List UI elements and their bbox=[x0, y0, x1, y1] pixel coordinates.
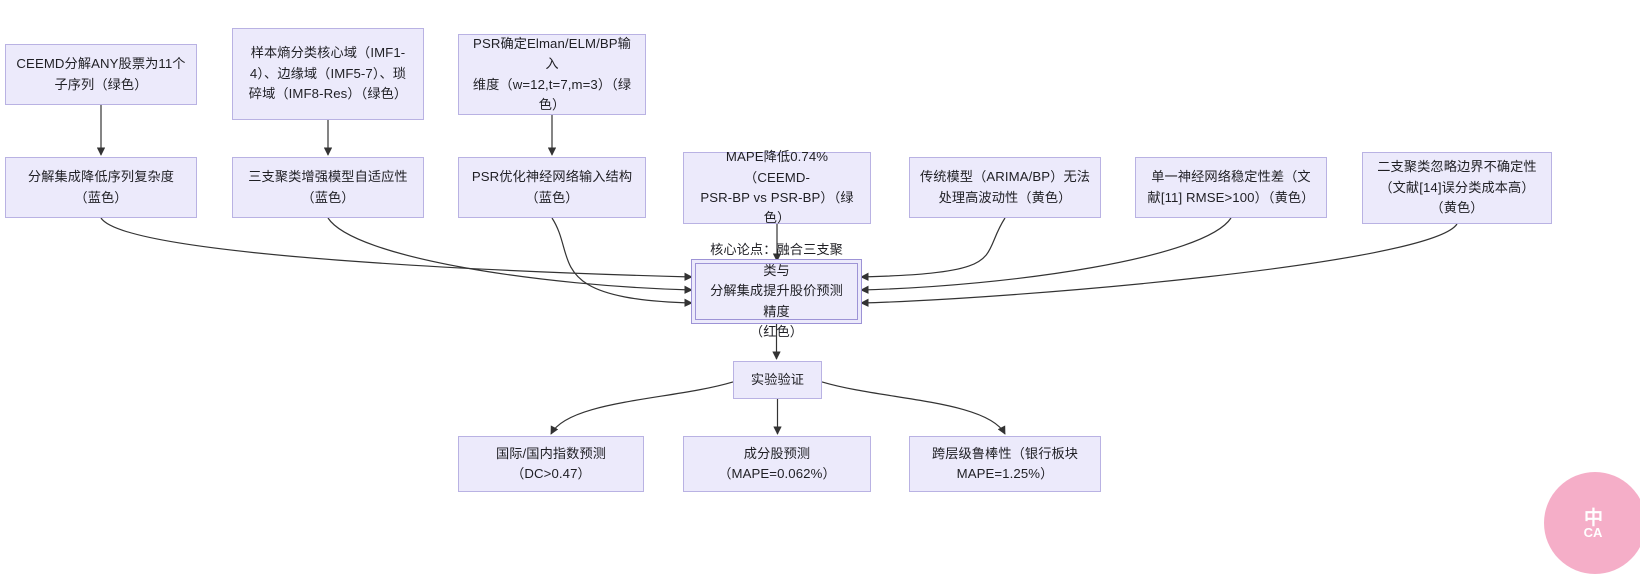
flow-node-label: 国际/国内指数预测 （DC>0.47） bbox=[495, 445, 607, 481]
flow-node-label: 分解集成降低序列复杂度 （蓝色） bbox=[27, 169, 175, 205]
flow-node-label: 跨层级鲁棒性（银行板块 MAPE=1.25%） bbox=[931, 445, 1079, 481]
watermark-badge: 中 CA bbox=[1544, 472, 1640, 574]
flow-node-n6[interactable]: PSR优化神经网络输入结构 （蓝色） bbox=[458, 157, 646, 218]
flow-node-label: 核心论点：融合三支聚类与 分解集成提升股价预测精度 （红色） bbox=[710, 242, 843, 340]
flow-node-n9[interactable]: 单一神经网络稳定性差（文 献[11] RMSE>100）（黄色） bbox=[1135, 157, 1327, 218]
flow-node-label: CEEMD分解ANY股票为11个 子序列（绿色） bbox=[16, 56, 186, 92]
flow-node-r1[interactable]: 国际/国内指数预测 （DC>0.47） bbox=[458, 436, 644, 492]
flow-node-r3[interactable]: 跨层级鲁棒性（银行板块 MAPE=1.25%） bbox=[909, 436, 1101, 492]
edge-n5-to-core bbox=[327, 217, 693, 294]
edge-n4-to-core bbox=[100, 217, 693, 281]
flow-node-label: 单一神经网络稳定性差（文 献[11] RMSE>100）（黄色） bbox=[1147, 169, 1315, 205]
watermark-subtext: CA bbox=[1583, 525, 1603, 540]
flow-node-n1[interactable]: CEEMD分解ANY股票为11个 子序列（绿色） bbox=[5, 44, 197, 105]
edge-exp-to-r3 bbox=[821, 381, 1006, 435]
edge-n10-to-core bbox=[860, 223, 1458, 307]
flow-node-core[interactable]: 核心论点：融合三支聚类与 分解集成提升股价预测精度 （红色） bbox=[695, 242, 858, 339]
flow-node-label: MAPE降低0.74%（CEEMD- PSR-BP vs PSR-BP）（绿 色… bbox=[700, 149, 854, 226]
flow-node-n2[interactable]: 样本熵分类核心域（IMF1- 4）、边缘域（IMF5-7）、琐 碎域（IMF8-… bbox=[232, 28, 424, 120]
edge-n8-to-core bbox=[860, 217, 1006, 281]
edge-n9-to-core bbox=[860, 217, 1232, 294]
flow-node-label: PSR确定Elman/ELM/BP输入 维度（w=12,t=7,m=3）（绿 色… bbox=[472, 35, 632, 112]
flow-node-n7[interactable]: MAPE降低0.74%（CEEMD- PSR-BP vs PSR-BP）（绿 色… bbox=[683, 149, 871, 225]
flow-node-label: 传统模型（ARIMA/BP）无法 处理高波动性（黄色） bbox=[919, 169, 1091, 205]
flow-node-n4[interactable]: 分解集成降低序列复杂度 （蓝色） bbox=[5, 157, 197, 218]
flow-node-r2[interactable]: 成分股预测 （MAPE=0.062%） bbox=[683, 436, 871, 492]
edge-exp-to-r1 bbox=[550, 381, 734, 435]
flow-node-n3[interactable]: PSR确定Elman/ELM/BP输入 维度（w=12,t=7,m=3）（绿 色… bbox=[458, 34, 646, 115]
flow-node-n5[interactable]: 三支聚类增强模型自适应性 （蓝色） bbox=[232, 157, 424, 218]
flow-node-n8[interactable]: 传统模型（ARIMA/BP）无法 处理高波动性（黄色） bbox=[909, 157, 1101, 218]
edge-n6-to-core bbox=[551, 217, 693, 307]
flow-node-label: 实验验证 bbox=[750, 371, 805, 387]
watermark-text: 中 bbox=[1583, 508, 1603, 529]
flow-node-label: 二支聚类忽略边界不确定性 （文献[14]误分类成本高） （黄色） bbox=[1377, 159, 1537, 216]
flow-node-label: PSR优化神经网络输入结构 （蓝色） bbox=[471, 169, 633, 205]
flow-node-label: 成分股预测 （MAPE=0.062%） bbox=[718, 445, 836, 481]
flow-node-n10[interactable]: 二支聚类忽略边界不确定性 （文献[14]误分类成本高） （黄色） bbox=[1362, 152, 1552, 224]
flow-node-label: 样本熵分类核心域（IMF1- 4）、边缘域（IMF5-7）、琐 碎域（IMF8-… bbox=[248, 45, 408, 102]
flow-node-label: 三支聚类增强模型自适应性 （蓝色） bbox=[248, 169, 408, 205]
flow-node-exp[interactable]: 实验验证 bbox=[733, 361, 822, 399]
